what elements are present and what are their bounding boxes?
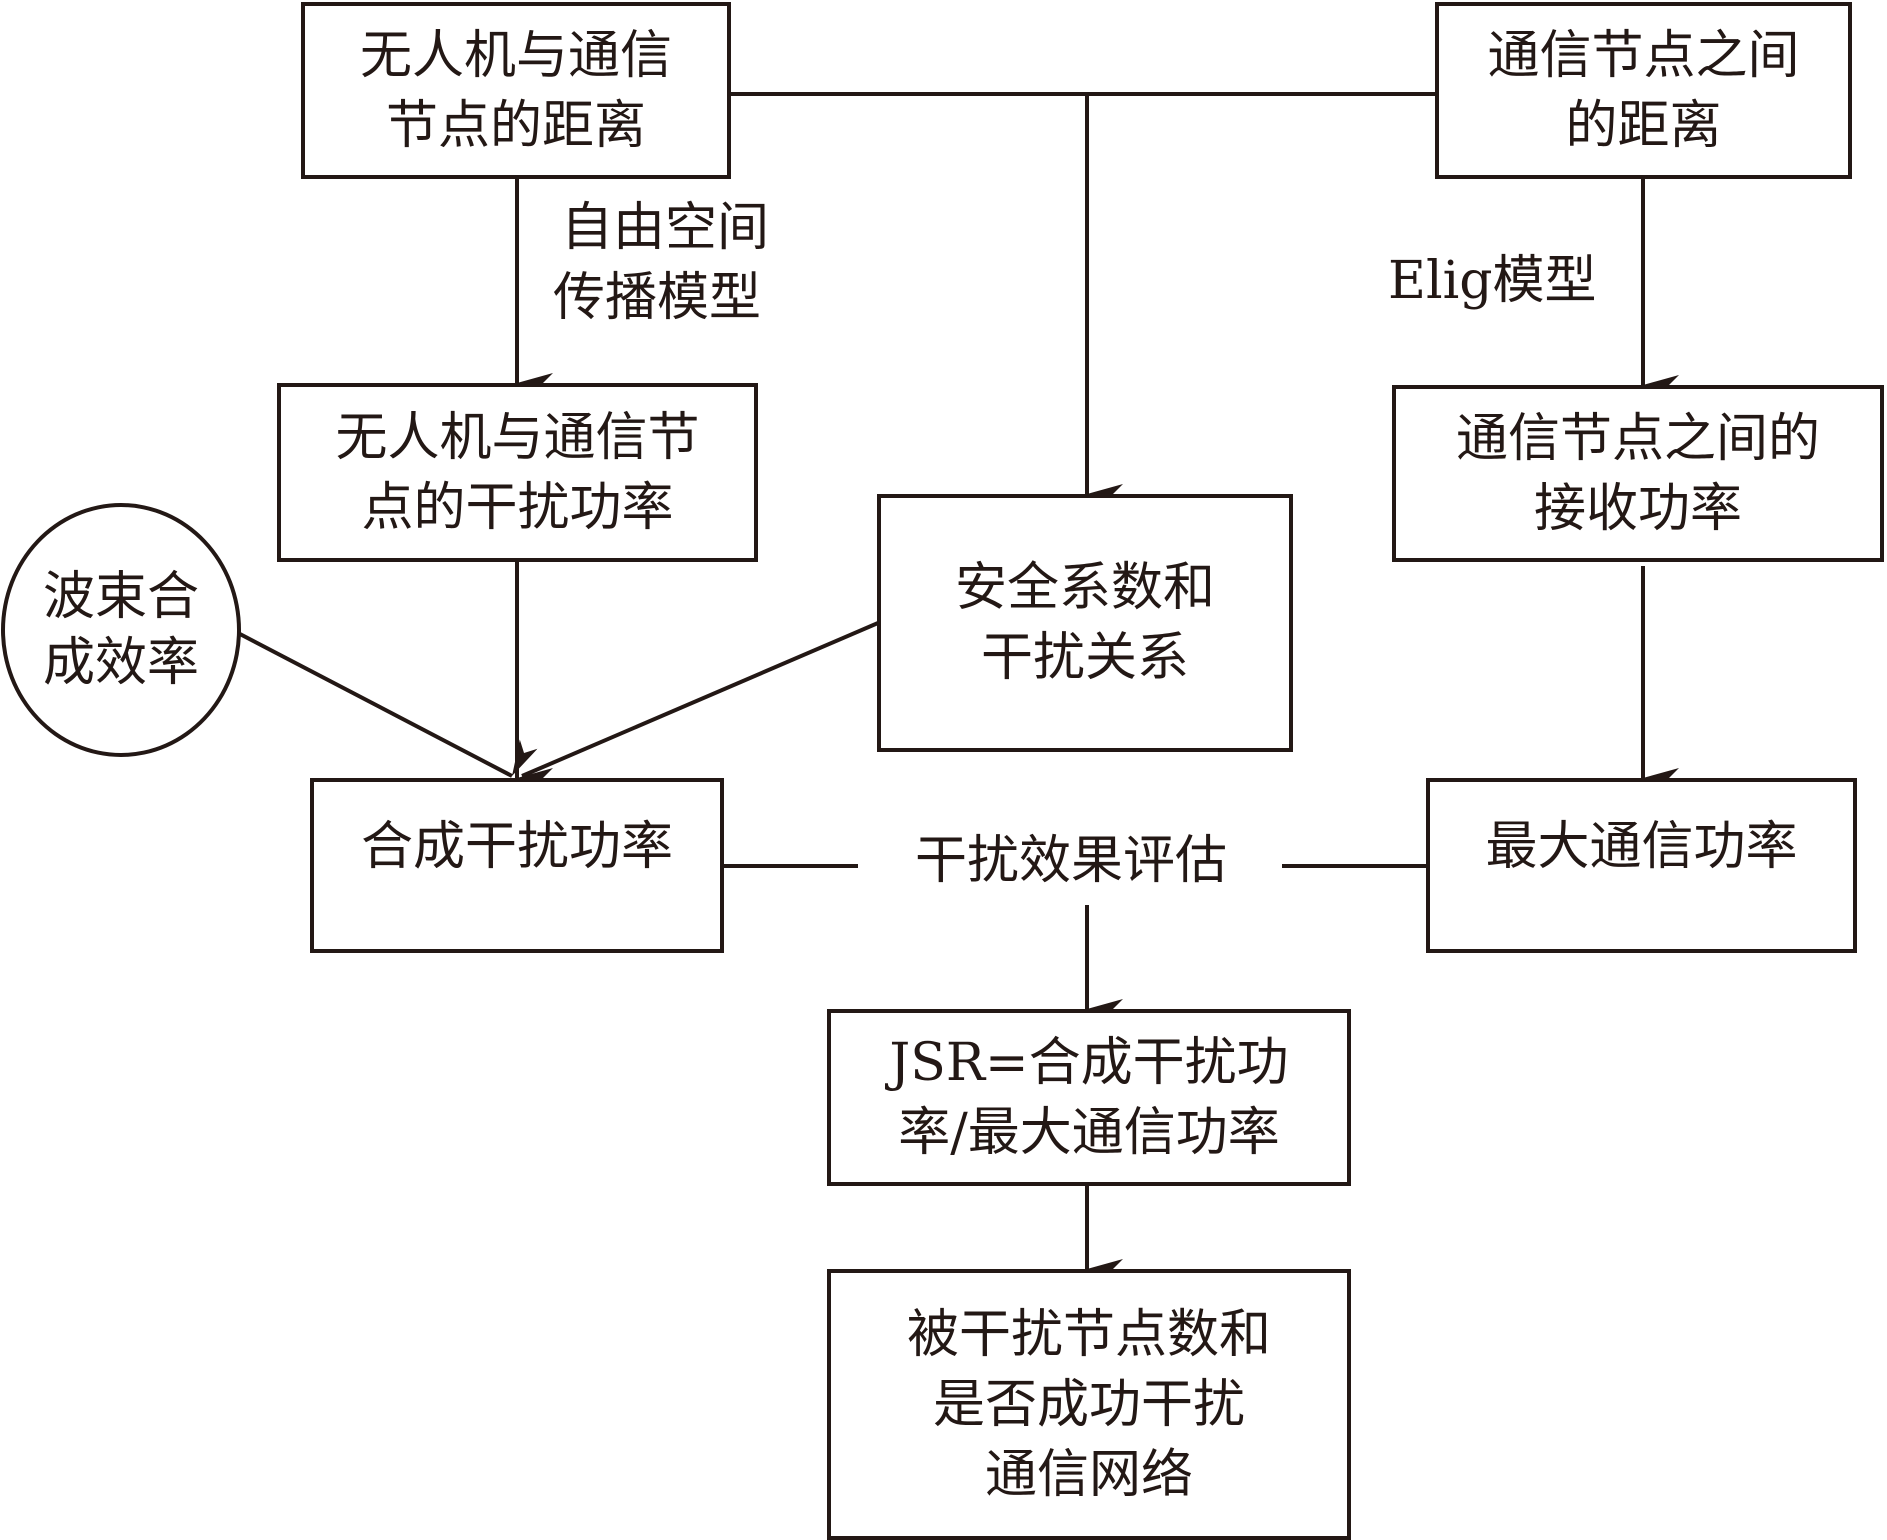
node-jsr: JSR=合成干扰功 率/最大通信功率 xyxy=(827,1009,1351,1186)
node-text-line: 的距离 xyxy=(1565,95,1722,156)
node-text-line: 无人机与通信节 xyxy=(335,407,700,468)
node-uav-node-distance: 无人机与通信 节点的距离 xyxy=(301,2,731,179)
node-text-line: 通信网络 xyxy=(984,1444,1193,1505)
node-result: 被干扰节点数和 是否成功干扰 通信网络 xyxy=(827,1269,1351,1540)
edge-label-line: 传播模型 xyxy=(553,268,762,328)
edge-safety-to-combined xyxy=(521,621,879,814)
node-text-line: 无人机与通信 xyxy=(359,25,672,86)
node-text-line: 被干扰节点数和 xyxy=(906,1304,1271,1365)
node-uav-interference-power: 无人机与通信节 点的干扰功率 xyxy=(277,383,758,562)
node-safety-factor: 安全系数和 干扰关系 xyxy=(877,494,1293,752)
node-text-line: 节点的距离 xyxy=(385,95,646,156)
node-text-line: 最大通信功率 xyxy=(1485,816,1798,877)
node-text-line: 接收功率 xyxy=(1533,478,1742,539)
node-text-line: 干扰关系 xyxy=(980,628,1189,688)
edge-label-evaluation: 干扰效果评估 xyxy=(866,826,1276,896)
node-text-line: 成效率 xyxy=(42,633,199,693)
node-text-line: 通信节点之间 xyxy=(1487,25,1800,86)
edge-label-free-space-model: 自由空间 传播模型 xyxy=(553,193,770,333)
edge-label-line: Elig模型 xyxy=(1388,251,1597,311)
node-text-line: 安全系数和 xyxy=(954,558,1215,618)
node-text-line: 合成干扰功率 xyxy=(360,816,673,877)
node-text-line: 是否成功干扰 xyxy=(932,1374,1245,1435)
edge-label-line: 自由空间 xyxy=(561,198,770,258)
node-max-comm-power: 最大通信功率 xyxy=(1426,778,1857,953)
node-node-node-distance: 通信节点之间 的距离 xyxy=(1435,2,1852,179)
node-combined-interference-power: 合成干扰功率 xyxy=(310,778,724,953)
node-text-line: 点的干扰功率 xyxy=(361,477,674,538)
node-text-line: 率/最大通信功率 xyxy=(898,1102,1280,1163)
node-beam-efficiency: 波束合 成效率 xyxy=(1,503,241,757)
edge-label-elig-model: Elig模型 xyxy=(1388,246,1597,316)
edge-label-line: 干扰效果评估 xyxy=(914,831,1227,891)
node-received-power: 通信节点之间的 接收功率 xyxy=(1392,385,1884,562)
node-text-line: 波束合 xyxy=(42,567,199,627)
node-text-line: 通信节点之间的 xyxy=(1455,408,1820,469)
node-text-line: JSR=合成干扰功 xyxy=(889,1032,1289,1093)
edge-beam-to-combined xyxy=(237,631,538,778)
